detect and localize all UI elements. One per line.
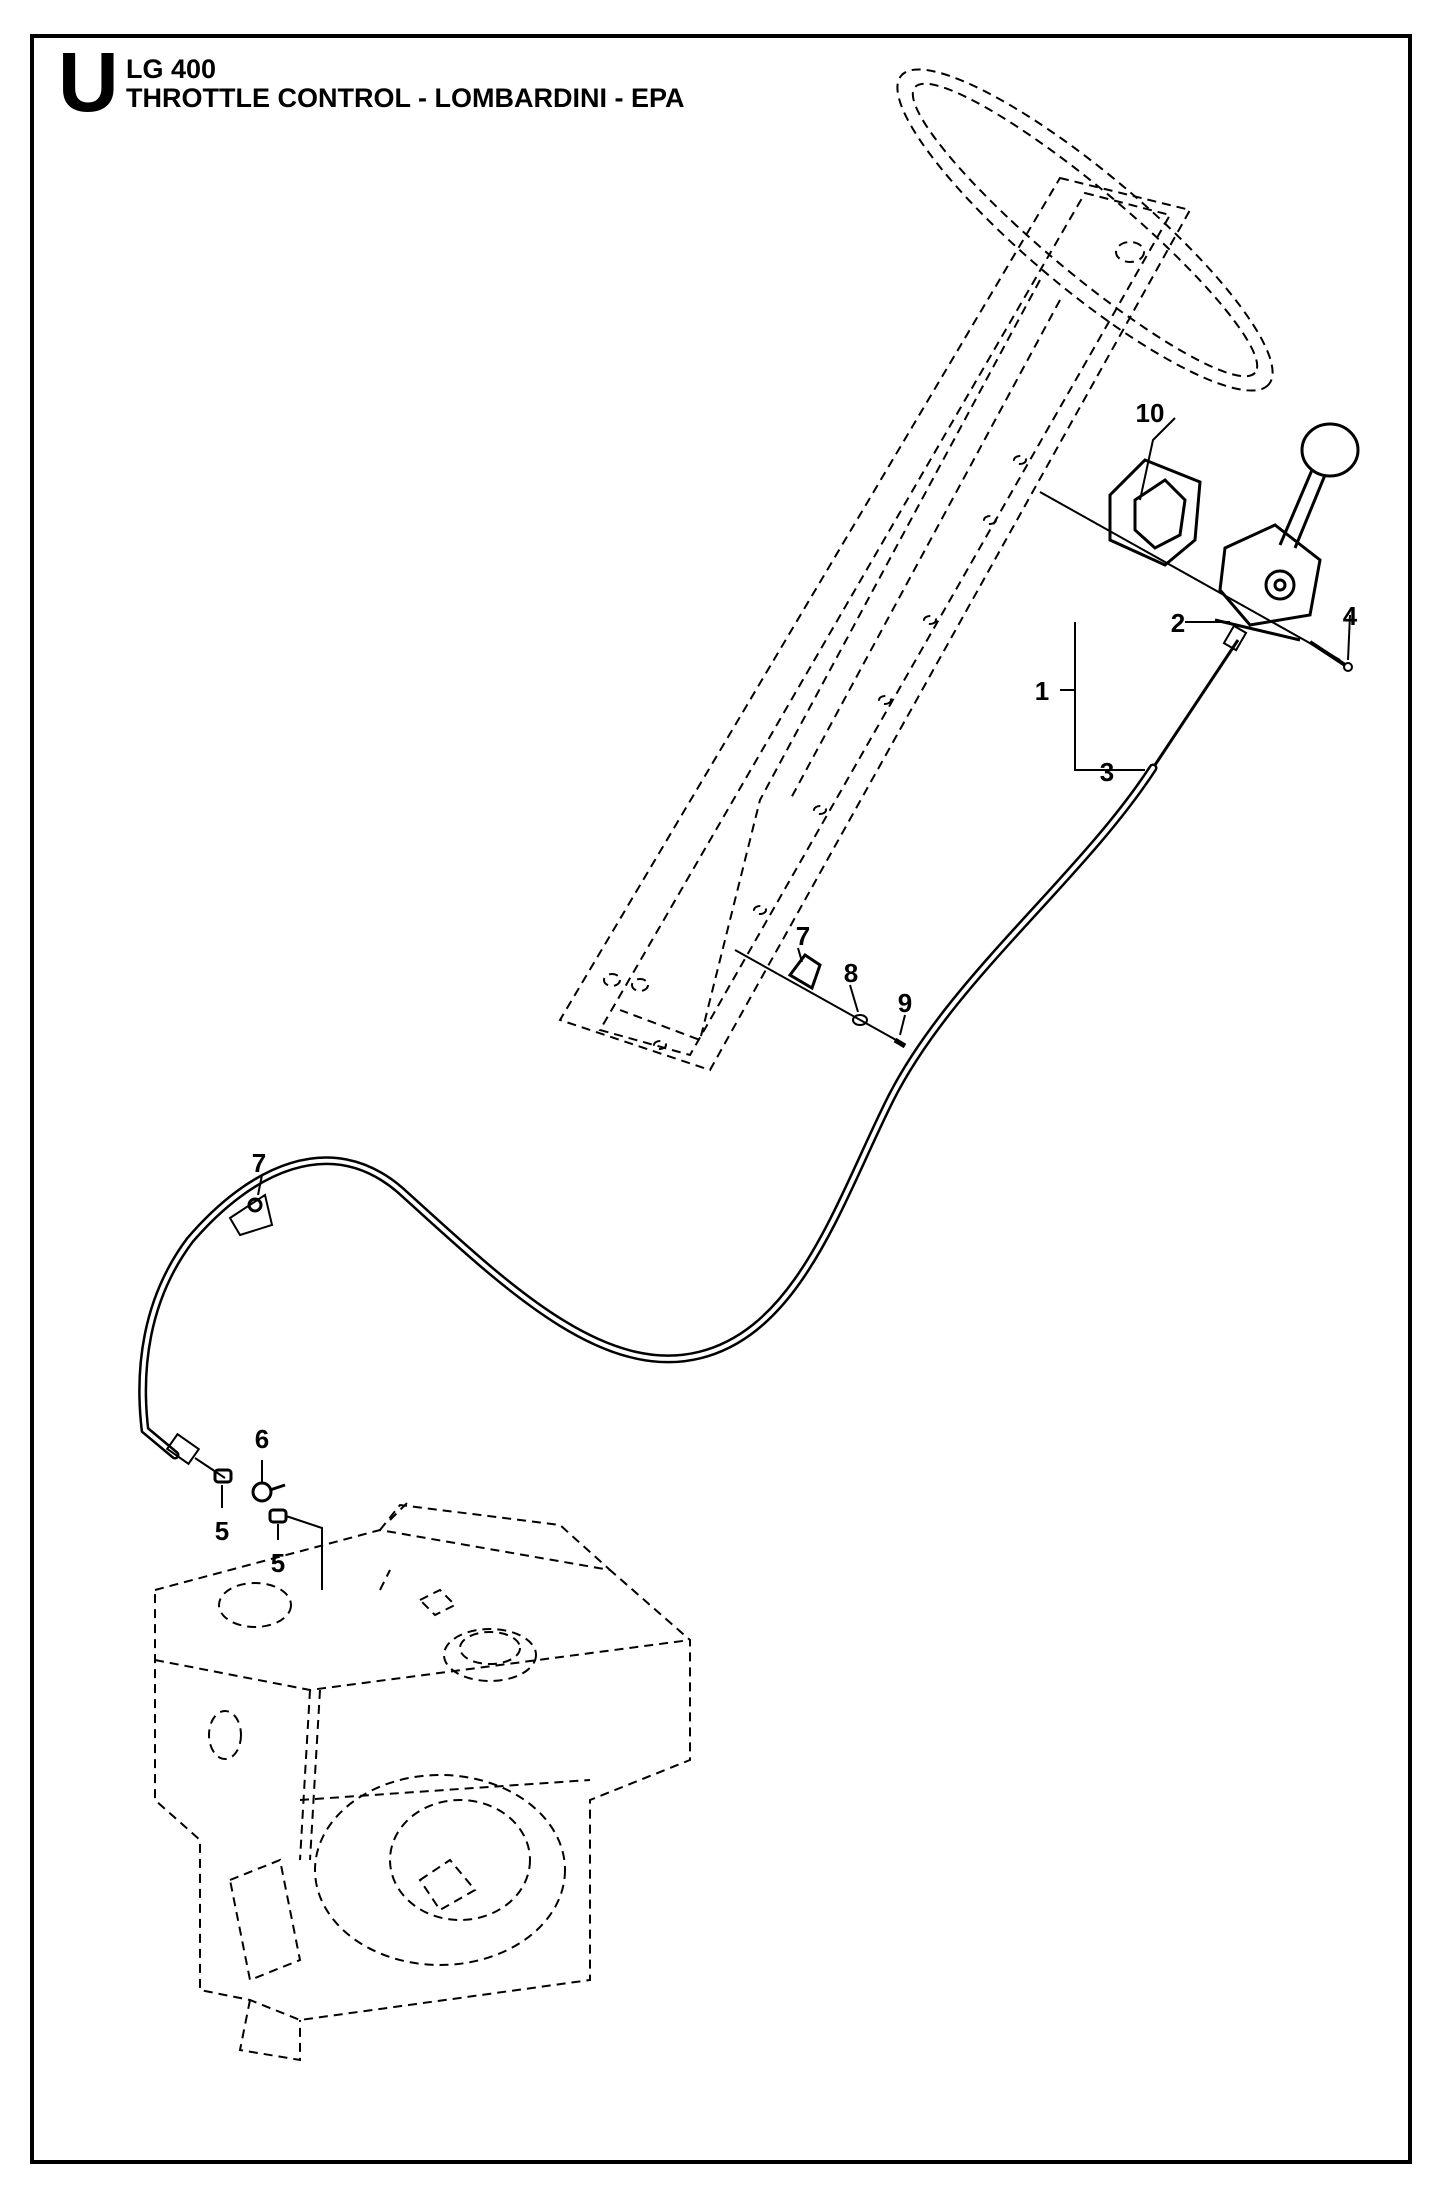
steering-wheel — [896, 68, 1274, 392]
column-clamp-hardware — [734, 949, 907, 1049]
model-name: LG 400 — [126, 54, 217, 84]
callout-7-engine: 7 — [252, 1148, 266, 1178]
callout-3: 3 — [1100, 757, 1114, 787]
callout-5-left: 5 — [215, 1516, 229, 1546]
engine-linkage — [213, 1468, 323, 1590]
callout-2: 2 — [1171, 608, 1185, 638]
callout-5-right: 5 — [271, 1548, 285, 1578]
callout-4: 4 — [1343, 601, 1358, 631]
callout-1: 1 — [1035, 676, 1049, 706]
section-letter: U — [58, 35, 119, 129]
throttle-cable — [138, 624, 1248, 1479]
callout-8: 8 — [844, 958, 858, 988]
lever-bolt — [1039, 491, 1353, 672]
steering-column — [558, 176, 1192, 1072]
diagram-title: THROTTLE CONTROL - LOMBARDINI - EPA — [126, 83, 685, 113]
engine-clamp — [228, 1193, 274, 1237]
callout-7-column: 7 — [796, 921, 810, 951]
leader-lines — [221, 417, 1351, 1540]
engine — [154, 1499, 691, 2062]
callout-10: 10 — [1136, 398, 1165, 428]
page-border — [30, 34, 1412, 2164]
callout-6: 6 — [255, 1424, 269, 1454]
callout-9: 9 — [898, 988, 912, 1018]
throttle-bracket — [1108, 458, 1202, 567]
throttle-lever — [1214, 422, 1360, 642]
